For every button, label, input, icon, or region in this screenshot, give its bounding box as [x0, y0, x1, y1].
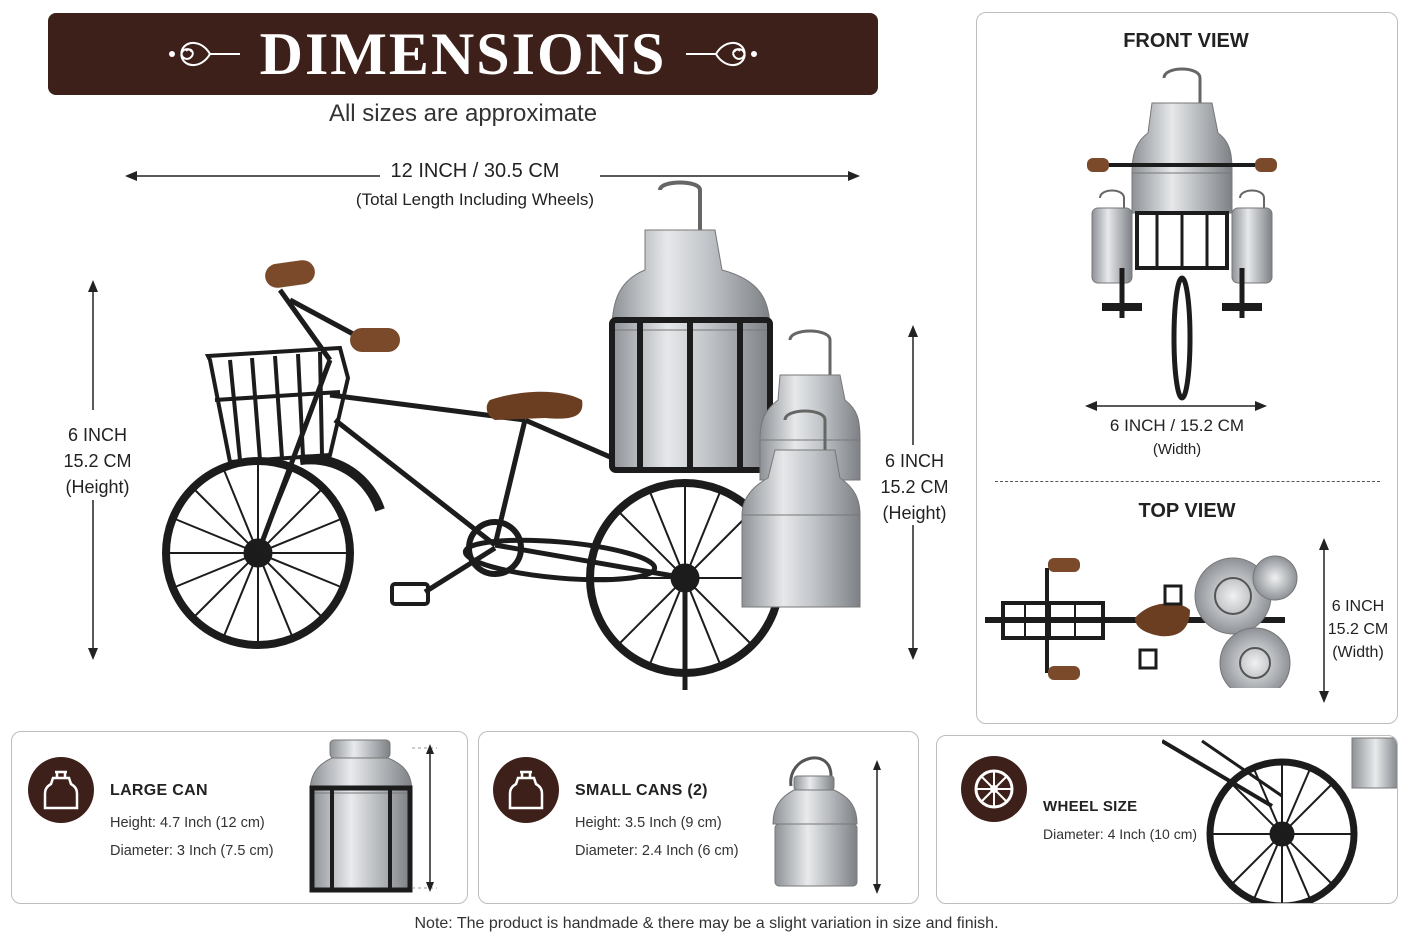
wheel-card: WHEEL SIZE Diameter: 4 Inch (10 cm) — [936, 735, 1398, 904]
milk-can-icon — [508, 770, 544, 810]
large-can-image — [309, 739, 437, 893]
top-width-arrow — [1319, 538, 1329, 703]
right-height-cm: 15.2 CM — [880, 477, 949, 497]
flourish-right-icon — [686, 42, 758, 66]
length-note: (Total Length Including Wheels) — [355, 190, 595, 209]
small-cans-diameter: Diameter: 2.4 Inch (6 cm) — [575, 843, 739, 859]
right-height-label: 6 INCH 15.2 CM (Height) — [862, 448, 967, 526]
length-label: 12 INCH / 30.5 CM — [390, 160, 560, 182]
views-divider — [995, 481, 1380, 482]
small-can-image — [772, 756, 881, 894]
handmade-note: Note: The product is handmade & there ma… — [414, 915, 999, 932]
front-view-title: FRONT VIEW — [1123, 30, 1249, 52]
page-title: DIMENSIONS — [259, 20, 667, 87]
top-view-illustration — [985, 555, 1298, 688]
length-arrow — [125, 171, 860, 181]
small-cans-height: Height: 3.5 Inch (9 cm) — [575, 815, 722, 831]
front-width-note: (Width) — [1152, 441, 1202, 458]
large-can-card: LARGE CAN Height: 4.7 Inch (12 cm) Diame… — [11, 731, 468, 904]
front-view-illustration — [1087, 67, 1277, 401]
left-height-cm: 15.2 CM — [63, 451, 132, 471]
left-height-note: (Height) — [65, 477, 130, 497]
wheel-diameter: Diameter: 4 Inch (10 cm) — [1043, 826, 1198, 842]
front-width-label: 6 INCH / 15.2 CM — [1109, 416, 1245, 435]
wheel-title: WHEEL SIZE — [1043, 798, 1138, 815]
milk-can-icon — [43, 770, 79, 810]
small-cans-card: SMALL CANS (2) Height: 3.5 Inch (9 cm) D… — [478, 731, 919, 904]
left-height-label: 6 INCH 15.2 CM (Height) — [45, 422, 150, 500]
wheel-icon — [974, 769, 1014, 809]
views-panel: FRONT VIEW 6 INCH / 15.2 CM (Width) — [976, 12, 1398, 724]
right-height-arrow — [908, 325, 918, 660]
large-can-title: LARGE CAN — [110, 782, 208, 799]
top-width-inch: 6 INCH — [1331, 598, 1385, 615]
large-can-height: Height: 4.7 Inch (12 cm) — [110, 815, 265, 831]
top-width-note: (Width) — [1332, 644, 1384, 661]
right-height-note: (Height) — [882, 503, 947, 523]
basket — [204, 345, 351, 465]
flourish-left-icon — [168, 42, 240, 66]
large-can-badge — [28, 757, 94, 823]
front-width-arrow — [1085, 401, 1267, 411]
small-cans-badge — [493, 757, 559, 823]
large-milk-can — [609, 180, 773, 473]
dimensions-banner: DIMENSIONS — [48, 13, 878, 95]
bicycle-illustration — [162, 180, 861, 690]
wheel-image — [1162, 737, 1397, 903]
top-width-label: 6 INCH 15.2 CM (Width) — [1322, 595, 1394, 664]
subtitle: All sizes are approximate — [328, 100, 598, 127]
small-milk-can-front — [741, 409, 861, 608]
top-view-title: TOP VIEW — [1138, 500, 1236, 522]
left-height-inch: 6 INCH — [67, 425, 127, 445]
left-height-arrow — [88, 280, 98, 660]
wheel-badge — [961, 756, 1027, 822]
large-can-diameter: Diameter: 3 Inch (7.5 cm) — [110, 843, 274, 859]
top-width-cm: 15.2 CM — [1327, 621, 1389, 638]
small-cans-title: SMALL CANS (2) — [575, 782, 708, 799]
right-height-inch: 6 INCH — [884, 451, 944, 471]
